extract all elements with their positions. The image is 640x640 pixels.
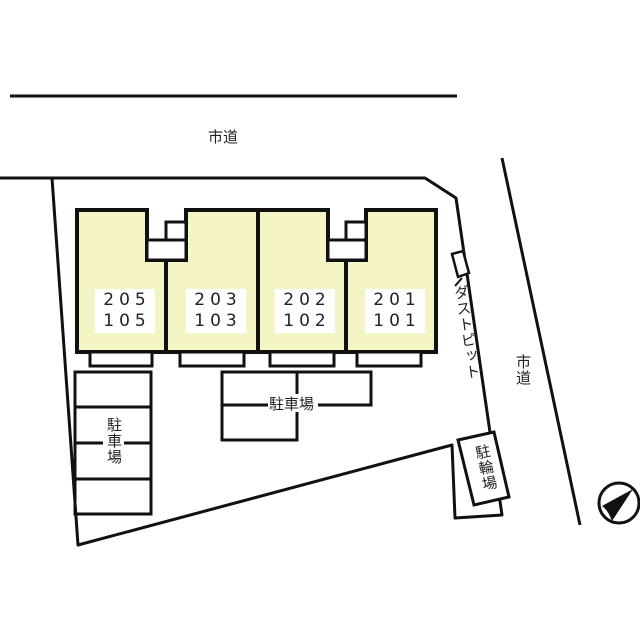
unit-number-lower: 102 [283,311,331,331]
west-parking-label: 駐車場 [105,417,123,465]
unit-number-upper: 202 [283,290,331,310]
site-boundary [0,176,504,547]
unit-label-205-105: 205 105 [95,289,155,333]
entrance-stair [344,220,368,242]
unit-number-upper: 203 [194,290,242,310]
east-road-label: 市道 [514,354,532,386]
unit-number-upper: 201 [373,290,421,310]
east-road-edge [500,157,582,526]
north-arrow-icon [597,481,640,525]
unit-number-lower: 101 [373,311,421,331]
unit-label-202-102: 202 102 [275,289,335,333]
dust-pit-box [450,249,471,279]
unit-step [355,350,423,368]
entrance-notch [145,238,188,262]
unit-label-203-103: 203 103 [186,289,246,333]
unit-step [88,350,154,368]
dust-pit-leader [454,277,463,287]
center-parking-label: 駐車場 [268,395,316,413]
north-road-label: 市道 [208,128,239,146]
center-parking-stalls [220,370,373,442]
unit-number-lower: 103 [194,311,242,331]
unit-number-lower: 105 [103,311,151,331]
unit-step [268,350,336,368]
entrance-stair [164,220,188,242]
west-parking-stalls [73,370,153,516]
bicycle-parking-box [456,430,511,507]
unit-number-upper: 205 [103,290,151,310]
unit-label-201-101: 201 101 [365,289,425,333]
unit-step [178,350,246,368]
entrance-notch [326,238,368,262]
